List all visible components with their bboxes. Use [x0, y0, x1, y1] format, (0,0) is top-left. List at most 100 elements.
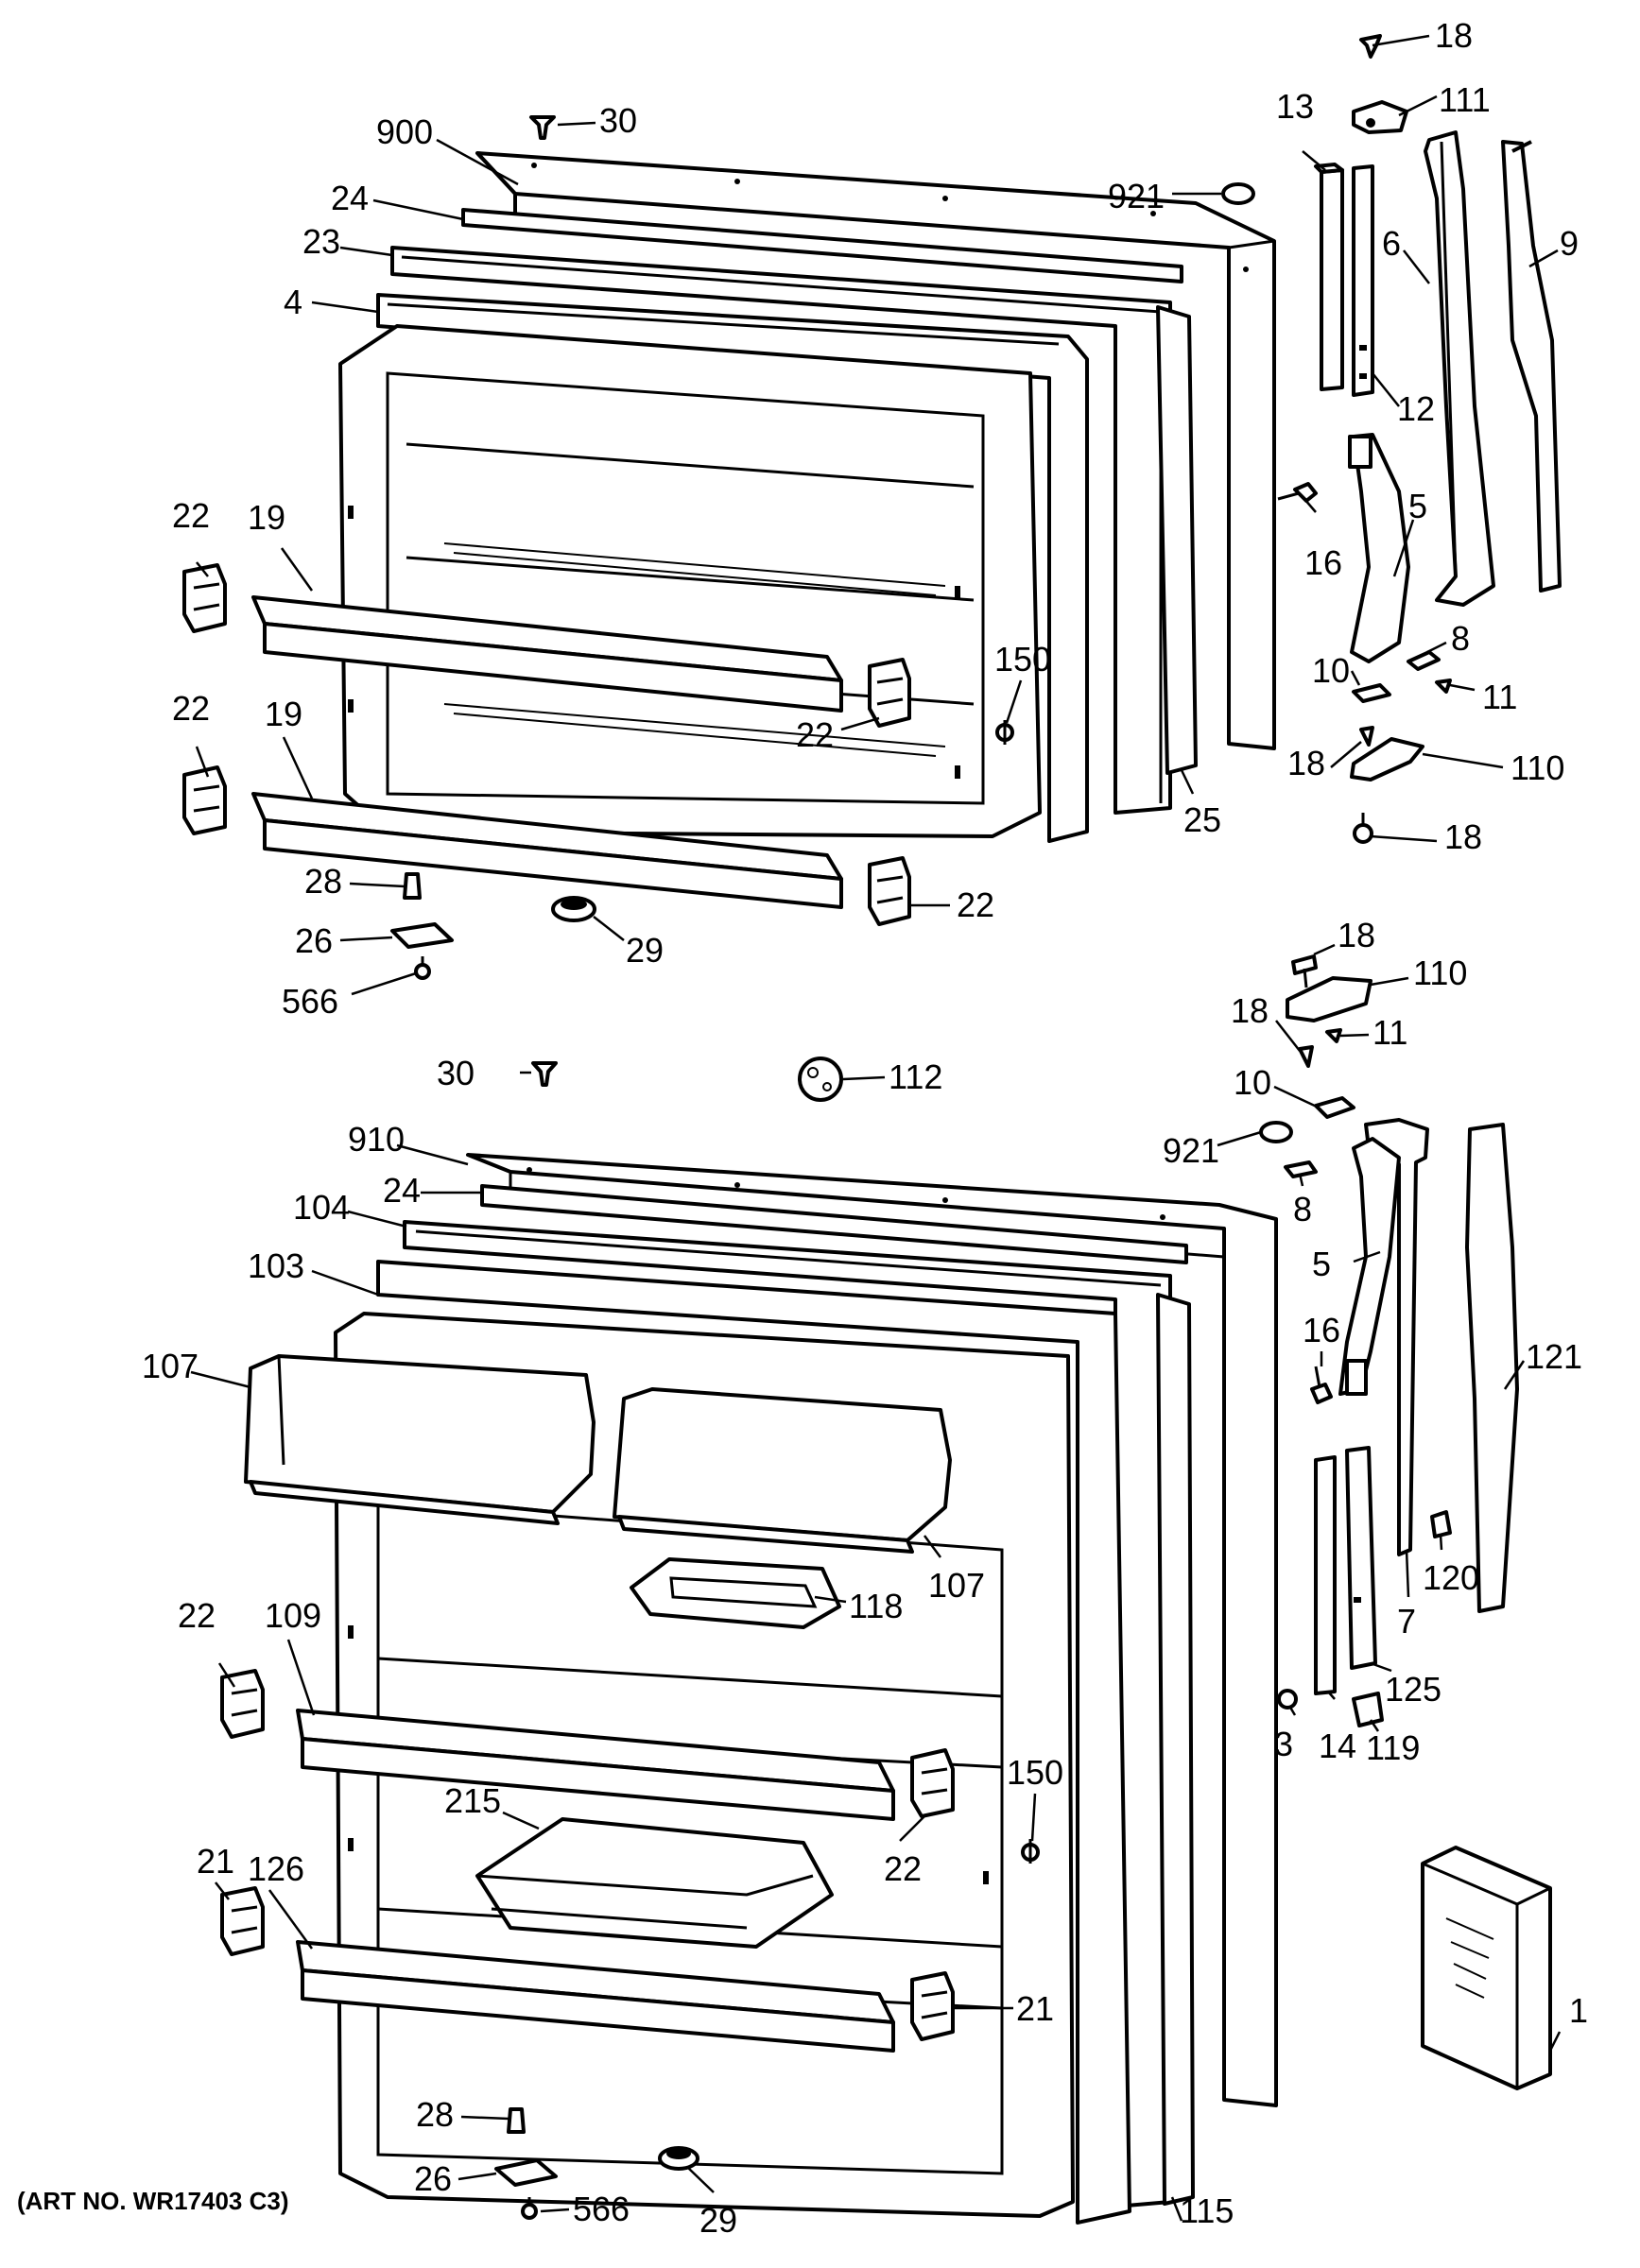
callout-freezer-30: 30 [599, 101, 637, 140]
freezer-hinge-110 [1350, 737, 1424, 782]
fresh-food-hinge-plate-10 [1314, 1096, 1355, 1119]
callout-fresh-150: 150 [1007, 1753, 1063, 1792]
fresh-food-top-strip [480, 1184, 1188, 1264]
callout-freezer-11: 11 [1482, 678, 1517, 716]
callout-freezer-25: 25 [1183, 800, 1221, 839]
fresh-food-screw-30 [531, 1061, 558, 1087]
fresh-food-screw-11 [1325, 1028, 1342, 1043]
callout-fresh-14: 14 [1319, 1727, 1356, 1765]
owners-manual-booklet [1421, 1846, 1552, 2090]
freezer-screw-18-bottom [1353, 813, 1373, 844]
freezer-shelf-bar-upper [251, 595, 843, 713]
callout-freezer-22-d: 22 [957, 885, 994, 924]
freezer-shelf-bracket-right-lower [868, 856, 911, 926]
callout-freezer-10: 10 [1312, 651, 1350, 690]
callout-fresh-118: 118 [849, 1587, 903, 1625]
freezer-hinge-5 [1348, 433, 1410, 663]
callout-fresh-119: 119 [1366, 1728, 1420, 1767]
freezer-shelf-bar-lower [251, 792, 843, 909]
fresh-food-screw-16 [1310, 1366, 1333, 1404]
freezer-strip-12 [1352, 164, 1374, 397]
freezer-hinge-arm-6 [1424, 130, 1495, 607]
callout-fresh-1: 1 [1569, 1991, 1588, 2030]
callout-fresh-109: 109 [265, 1596, 321, 1635]
freezer-shelf-bracket-left-lower [182, 765, 227, 835]
leader-lines [190, 34, 1562, 2222]
callout-freezer-18-c: 18 [1444, 817, 1482, 856]
fresh-food-shelf-bar-126 [296, 1940, 895, 2053]
callout-fresh-112: 112 [889, 1057, 942, 1096]
callout-fresh-18-a: 18 [1338, 916, 1375, 954]
callout-freezer-29: 29 [626, 931, 664, 970]
callout-freezer-4: 4 [284, 283, 302, 321]
freezer-plate-26 [390, 922, 454, 949]
callout-fresh-21-b: 21 [1016, 1989, 1054, 2028]
art-number-caption: (ART NO. WR17403 C3) [17, 2187, 289, 2215]
callout-freezer-110: 110 [1511, 748, 1564, 787]
fresh-food-door-assembly [220, 954, 1552, 2225]
callout-fresh-126: 126 [248, 1849, 304, 1888]
callout-freezer-921: 921 [1108, 177, 1165, 215]
freezer-screw-566 [414, 956, 431, 980]
callout-freezer-18-top: 18 [1435, 16, 1473, 55]
freezer-callouts: 18 111 30 900 13 921 24 6 9 23 4 12 22 1… [172, 16, 1579, 1021]
callout-freezer-22-a: 22 [172, 496, 210, 535]
freezer-side-strip [1156, 305, 1198, 775]
callout-fresh-566: 566 [573, 2190, 630, 2228]
fresh-food-screw-566 [521, 2197, 538, 2220]
callout-freezer-8: 8 [1451, 619, 1470, 658]
fresh-food-handle-121 [1465, 1123, 1519, 1613]
callout-freezer-13: 13 [1276, 87, 1314, 126]
freezer-screw-18-top [1359, 34, 1382, 59]
fresh-food-screw-120 [1430, 1510, 1452, 1538]
callout-fresh-120: 120 [1423, 1558, 1479, 1597]
freezer-shim-8 [1407, 650, 1441, 671]
callout-fresh-28: 28 [416, 2095, 454, 2134]
callout-freezer-23: 23 [302, 222, 340, 261]
fresh-food-screw-150 [1021, 1839, 1040, 1864]
callout-fresh-11: 11 [1372, 1013, 1407, 1052]
freezer-shelf-bracket-left-upper [182, 563, 227, 633]
callout-fresh-104: 104 [293, 1188, 350, 1227]
fresh-food-hinge-5 [1338, 1137, 1401, 1396]
fresh-food-egg-tray [630, 1557, 841, 1629]
fresh-food-side-strip [1156, 1293, 1195, 2206]
freezer-hinge-plate-10 [1352, 683, 1391, 703]
callout-freezer-22-c: 22 [796, 715, 834, 754]
callout-fresh-910: 910 [348, 1120, 405, 1159]
freezer-hinge-cover-111 [1352, 100, 1408, 134]
fresh-food-pin-28 [507, 2107, 526, 2134]
callout-fresh-107-a: 107 [142, 1347, 199, 1385]
fresh-food-plate-26 [494, 2158, 558, 2187]
callout-fresh-18-b: 18 [1231, 991, 1269, 1030]
callout-fresh-30: 30 [437, 1054, 475, 1092]
callout-fresh-107-b: 107 [928, 1566, 985, 1605]
fresh-food-shelf-bracket-21-right [910, 1971, 955, 2041]
callout-freezer-24: 24 [331, 179, 369, 217]
callout-fresh-5: 5 [1312, 1245, 1331, 1283]
callout-fresh-121: 121 [1526, 1337, 1582, 1376]
callout-freezer-19-b: 19 [265, 695, 302, 733]
fresh-food-bin-left [244, 1354, 596, 1525]
callout-fresh-215: 215 [444, 1781, 501, 1820]
callout-fresh-7: 7 [1397, 1602, 1416, 1641]
freezer-liner-body [338, 324, 1042, 838]
fresh-food-shelf-bracket-21-left [220, 1886, 265, 1956]
callout-freezer-150: 150 [994, 640, 1051, 679]
fresh-food-screw-18-a [1291, 954, 1318, 988]
callout-freezer-900: 900 [376, 112, 433, 151]
freezer-screw-16 [1277, 482, 1318, 503]
callout-freezer-28: 28 [304, 862, 342, 901]
fresh-food-strip-125 [1345, 1446, 1377, 1670]
fresh-food-stop-3 [1277, 1689, 1298, 1710]
fresh-food-bin-right [613, 1387, 952, 1554]
fresh-food-shelf-bracket-22-left [220, 1669, 265, 1739]
freezer-strip-13 [1314, 163, 1344, 391]
fresh-food-callouts: 18 110 18 11 30 112 10 910 921 24 8 104 … [142, 916, 1588, 2240]
callout-fresh-22-a: 22 [178, 1596, 216, 1635]
callout-fresh-115: 115 [1180, 2191, 1234, 2230]
freezer-screw-150 [995, 720, 1014, 745]
callout-fresh-21-a: 21 [197, 1842, 234, 1881]
callout-fresh-22-b: 22 [884, 1849, 922, 1888]
callout-fresh-26: 26 [414, 2159, 452, 2198]
